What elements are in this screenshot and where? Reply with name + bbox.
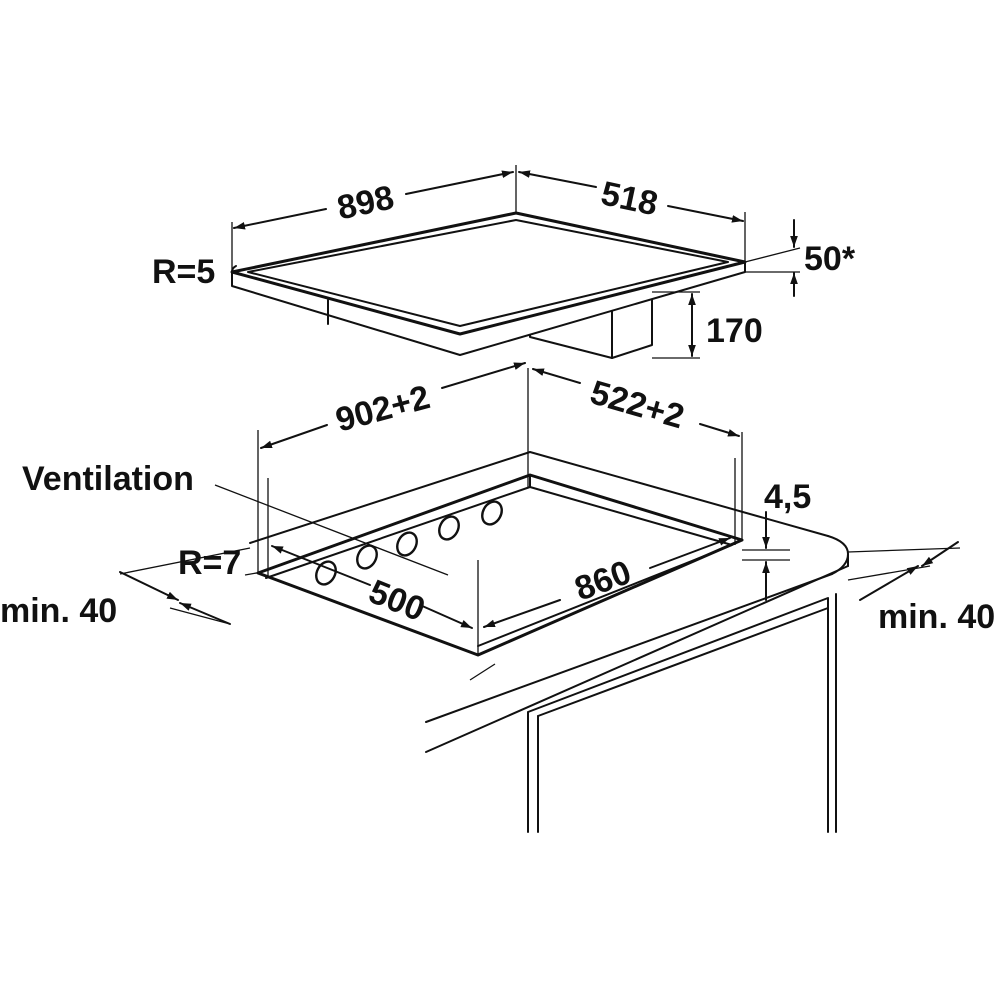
cutout-radius-label: R=7 (178, 544, 241, 582)
dimension-518-left (518, 170, 597, 188)
cabinet (527, 593, 837, 833)
ventilation-hole (315, 560, 337, 586)
offset-label: 4,5 (764, 478, 811, 516)
hob-radius-label: R=5 (152, 253, 215, 291)
inner-width-label: 860 (570, 553, 636, 608)
cutout-depth-label: 522+2 (586, 373, 688, 436)
hob-glass-top (230, 211, 747, 336)
ventilation-label: Ventilation (22, 460, 194, 498)
hob-dimensions (231, 165, 801, 359)
ventilation-hole (481, 500, 503, 526)
dimension-518-right (667, 205, 744, 223)
hob-width-label: 898 (334, 178, 397, 227)
hob-height-label: 170 (706, 312, 763, 350)
hob-depth-label: 518 (598, 174, 661, 223)
ventilation-hole (438, 515, 460, 541)
hob-thickness-label: 50* (804, 240, 856, 278)
ventilation-hole (396, 531, 418, 557)
hob-drawing (230, 211, 747, 359)
dimension-898-right (405, 170, 514, 195)
cutout-dimensions (119, 362, 961, 681)
left-clearance-label: min. 40 (0, 592, 117, 630)
hob-glass-inner (247, 219, 729, 327)
worktop-drawing (249, 451, 849, 833)
dimension-898-left (233, 208, 327, 230)
cutout-width-label: 902+2 (332, 378, 434, 439)
right-clearance-label: min. 40 (878, 598, 995, 636)
inner-depth-label: 500 (363, 573, 430, 629)
